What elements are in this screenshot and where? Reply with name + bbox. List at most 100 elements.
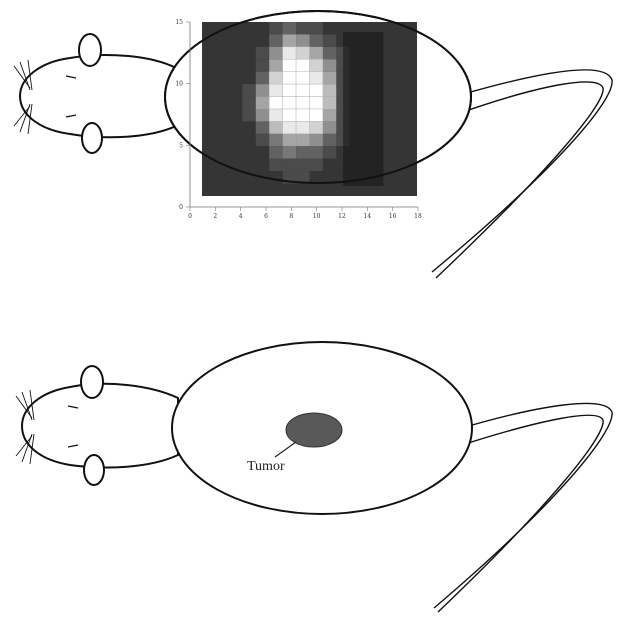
heatmap-cell (404, 59, 417, 71)
heatmap-cell (269, 34, 282, 46)
x-tick-label: 18 (414, 213, 422, 220)
heatmap-cell (256, 121, 269, 133)
heatmap-cell (269, 146, 282, 158)
heatmap-cell (229, 47, 242, 59)
heatmap-cell (390, 72, 403, 84)
heatmap-cell (283, 72, 296, 84)
heatmap-cell (296, 184, 309, 196)
heatmap-cell (256, 109, 269, 121)
heatmap-cell (202, 97, 215, 109)
heatmap-cell (229, 134, 242, 146)
heatmap-dark-band (343, 32, 383, 186)
heatmap-cell (283, 146, 296, 158)
tumor-label: Tumor (247, 459, 285, 474)
heatmap-cell (256, 97, 269, 109)
x-tick-label: 10 (313, 213, 321, 220)
y-tick-label: 0 (179, 204, 183, 211)
heatmap-cell (215, 59, 228, 71)
heatmap-cell (283, 97, 296, 109)
heatmap-cell (404, 84, 417, 96)
heatmap-cell (269, 184, 282, 196)
heatmap-cell (215, 184, 228, 196)
heatmap-cell (202, 22, 215, 34)
heatmap-cell (256, 47, 269, 59)
y-tick-label: 15 (175, 19, 183, 26)
heatmap-cell (242, 22, 255, 34)
heatmap-cell (229, 121, 242, 133)
x-tick-label: 0 (188, 213, 192, 220)
heatmap-cell (215, 171, 228, 183)
heatmap-cell (215, 109, 228, 121)
heatmap-cell (229, 146, 242, 158)
heatmap-cell (404, 121, 417, 133)
heatmap-cell (269, 109, 282, 121)
y-tick-label: 5 (179, 142, 183, 149)
heatmap-cell (215, 34, 228, 46)
heatmap-cell (256, 134, 269, 146)
heatmap-cell (310, 184, 323, 196)
heatmap-cell (323, 97, 336, 109)
heatmap-cell (256, 159, 269, 171)
heatmap-cell (323, 184, 336, 196)
heatmap-cell (404, 72, 417, 84)
heatmap-cell (269, 47, 282, 59)
heatmap-cell (256, 59, 269, 71)
heatmap-cell (283, 59, 296, 71)
heatmap-cell (310, 159, 323, 171)
heatmap-cell (215, 47, 228, 59)
heatmap-cell (296, 146, 309, 158)
heatmap-cell (283, 84, 296, 96)
heatmap-cell (229, 109, 242, 121)
heatmap-cell (215, 84, 228, 96)
heatmap-cell (310, 97, 323, 109)
heatmap-cell (242, 47, 255, 59)
heatmap-cell (390, 134, 403, 146)
heatmap-cell (404, 184, 417, 196)
x-tick-label: 16 (389, 213, 397, 220)
heatmap-cell (229, 97, 242, 109)
heatmap-cell (323, 84, 336, 96)
heatmap-cell (404, 47, 417, 59)
heatmap-cell (310, 84, 323, 96)
heatmap-cell (283, 109, 296, 121)
heatmap-cell (215, 97, 228, 109)
heatmap-cell (310, 59, 323, 71)
heatmap-cell (256, 84, 269, 96)
heatmap-cell (202, 47, 215, 59)
x-tick-label: 2 (213, 213, 217, 220)
heatmap-cell (390, 109, 403, 121)
heatmap-cell (229, 34, 242, 46)
bottom-ear-upper (81, 366, 103, 398)
heatmap-cell (296, 97, 309, 109)
heatmap-cell (269, 171, 282, 183)
heatmap-cell (390, 47, 403, 59)
bottom-mouse: Tumor (16, 342, 612, 612)
heatmap-cell (242, 184, 255, 196)
heatmap-cell (202, 109, 215, 121)
tumor-shape (286, 413, 342, 447)
heatmap-cell (323, 146, 336, 158)
heatmap-cell (296, 59, 309, 71)
heatmap-cell (390, 184, 403, 196)
heatmap-cell (283, 47, 296, 59)
heatmap-cell (242, 97, 255, 109)
heatmap-cell (390, 34, 403, 46)
heatmap-cell (296, 159, 309, 171)
heatmap-cell (296, 84, 309, 96)
heatmap-cell (229, 59, 242, 71)
heatmap-cell (283, 184, 296, 196)
heatmap-cell (202, 84, 215, 96)
heatmap-cell (242, 34, 255, 46)
x-tick-label: 6 (264, 213, 268, 220)
heatmap-cell (242, 146, 255, 158)
heatmap-cell (242, 134, 255, 146)
heatmap-cell (256, 22, 269, 34)
heatmap-cell (323, 159, 336, 171)
heatmap-cell (310, 72, 323, 84)
heatmap-cell (269, 22, 282, 34)
x-tick-label: 4 (239, 213, 243, 220)
heatmap-cell (202, 121, 215, 133)
heatmap-cell (390, 59, 403, 71)
heatmap-cell (296, 109, 309, 121)
